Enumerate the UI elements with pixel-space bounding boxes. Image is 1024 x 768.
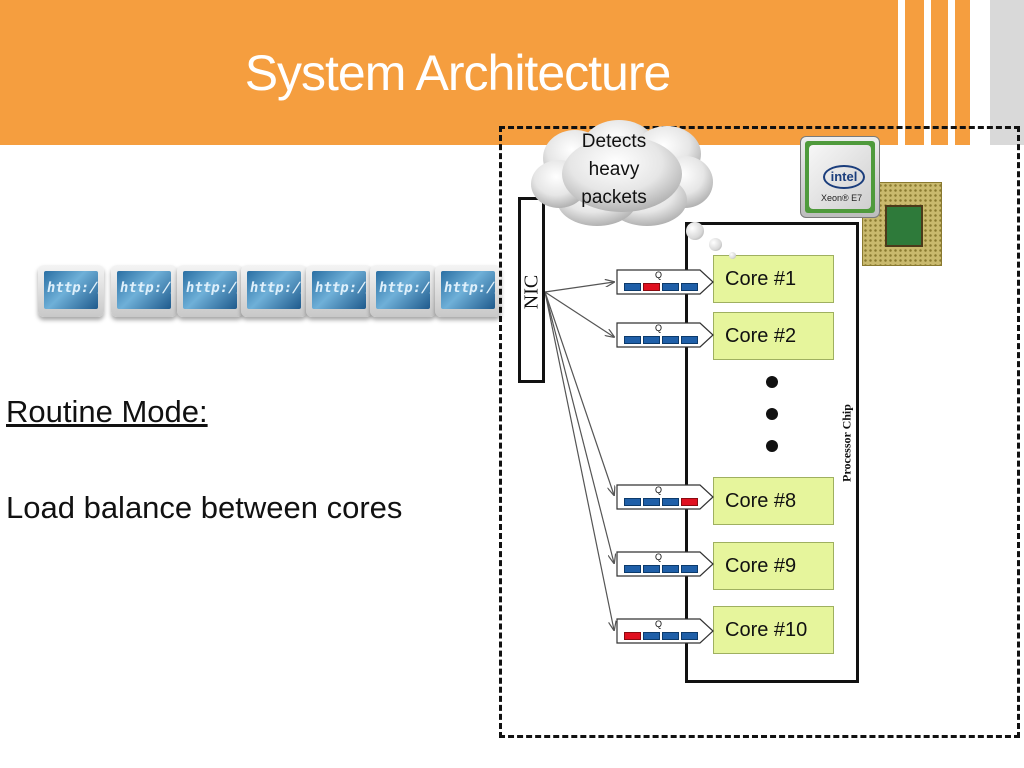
thought-bubble (729, 252, 736, 259)
queue-core-9: Q (616, 551, 716, 577)
http-packet-icon: http:// (241, 265, 307, 317)
http-packet-icon: http:// (306, 265, 372, 317)
packet-cell (643, 565, 660, 573)
queue-outline (616, 618, 714, 644)
queue-label: Q (655, 552, 663, 562)
cloud-line: packets (581, 187, 647, 208)
thought-cloud (531, 120, 713, 226)
header-stripe (898, 0, 905, 145)
http-icon-text: http:// (377, 280, 430, 296)
load-balance-text: Load balance between cores (6, 490, 403, 525)
queue-label: Q (655, 323, 663, 333)
packet-cell (624, 283, 641, 291)
http-packet-icon: http:// (370, 265, 436, 317)
xeon-label: Xeon® E7 (821, 193, 863, 203)
queue-core-2: Q (616, 322, 716, 348)
packet-cell (624, 336, 641, 344)
packet-cell (662, 565, 679, 573)
http-packet-icon: http:// (111, 265, 177, 317)
packet-cell (681, 565, 698, 573)
header-band (0, 0, 1024, 145)
packet-cell (681, 283, 698, 291)
heavy-packet-cell (681, 498, 698, 506)
ellipsis-dot (766, 408, 778, 420)
queue-label: Q (655, 619, 663, 629)
packet-cell (643, 632, 660, 640)
http-packet-icon: http:// (38, 265, 104, 317)
ellipsis-dot (766, 376, 778, 388)
intel-logo: intel (823, 165, 865, 189)
nic-label: NIC (520, 274, 543, 310)
cloud-text: Detects heavy packets (548, 128, 680, 212)
core-9: Core #9 (713, 542, 834, 590)
packet-cell (624, 498, 641, 506)
system-boundary (499, 126, 1020, 738)
heavy-packet-cell (643, 283, 660, 291)
queue-outline (616, 322, 714, 348)
queue-outline (616, 551, 714, 577)
http-icon-text: http:// (45, 280, 98, 296)
packet-cell (681, 336, 698, 344)
http-packet-icon: http:// (435, 265, 501, 317)
core-2: Core #2 (713, 312, 834, 360)
core-8: Core #8 (713, 477, 834, 525)
packet-cell (662, 283, 679, 291)
header-stripe (924, 0, 931, 145)
core-1: Core #1 (713, 255, 834, 303)
http-icon-text: http:// (184, 280, 237, 296)
cloud-line: heavy (588, 159, 640, 180)
queue-outline (616, 269, 714, 295)
thought-bubble (709, 238, 722, 251)
queue-label: Q (655, 270, 663, 280)
core-10: Core #10 (713, 606, 834, 654)
intel-xeon-chip-image: intel Xeon® E7 (800, 136, 880, 218)
queue-label: Q (655, 485, 663, 495)
header-stripe (970, 0, 990, 145)
slide-title: System Architecture (244, 45, 672, 101)
processor-chip-label: Processor Chip (839, 404, 854, 482)
packet-cell (662, 498, 679, 506)
cloud-line: Detects (581, 131, 647, 152)
packet-cell (643, 336, 660, 344)
http-packet-icon: http:// (177, 265, 243, 317)
heavy-packet-cell (624, 632, 641, 640)
queue-outline (616, 484, 714, 510)
http-icon-text: http:// (313, 280, 366, 296)
queue-core-8: Q (616, 484, 716, 510)
ellipsis-dot (766, 440, 778, 452)
packet-cell (624, 565, 641, 573)
packet-cell (681, 632, 698, 640)
routine-mode-heading: Routine Mode: (6, 394, 208, 429)
http-icon-text: http:// (442, 280, 495, 296)
header-edge (990, 0, 1024, 145)
packet-cell (662, 336, 679, 344)
header-stripe (948, 0, 955, 145)
http-icon-text: http:// (248, 280, 301, 296)
http-icon-text: http:// (118, 280, 171, 296)
packet-cell (662, 632, 679, 640)
queue-core-1: Q (616, 269, 716, 295)
queue-core-10: Q (616, 618, 716, 644)
packet-cell (643, 498, 660, 506)
thought-bubble (686, 222, 704, 240)
nic-box (518, 197, 545, 383)
